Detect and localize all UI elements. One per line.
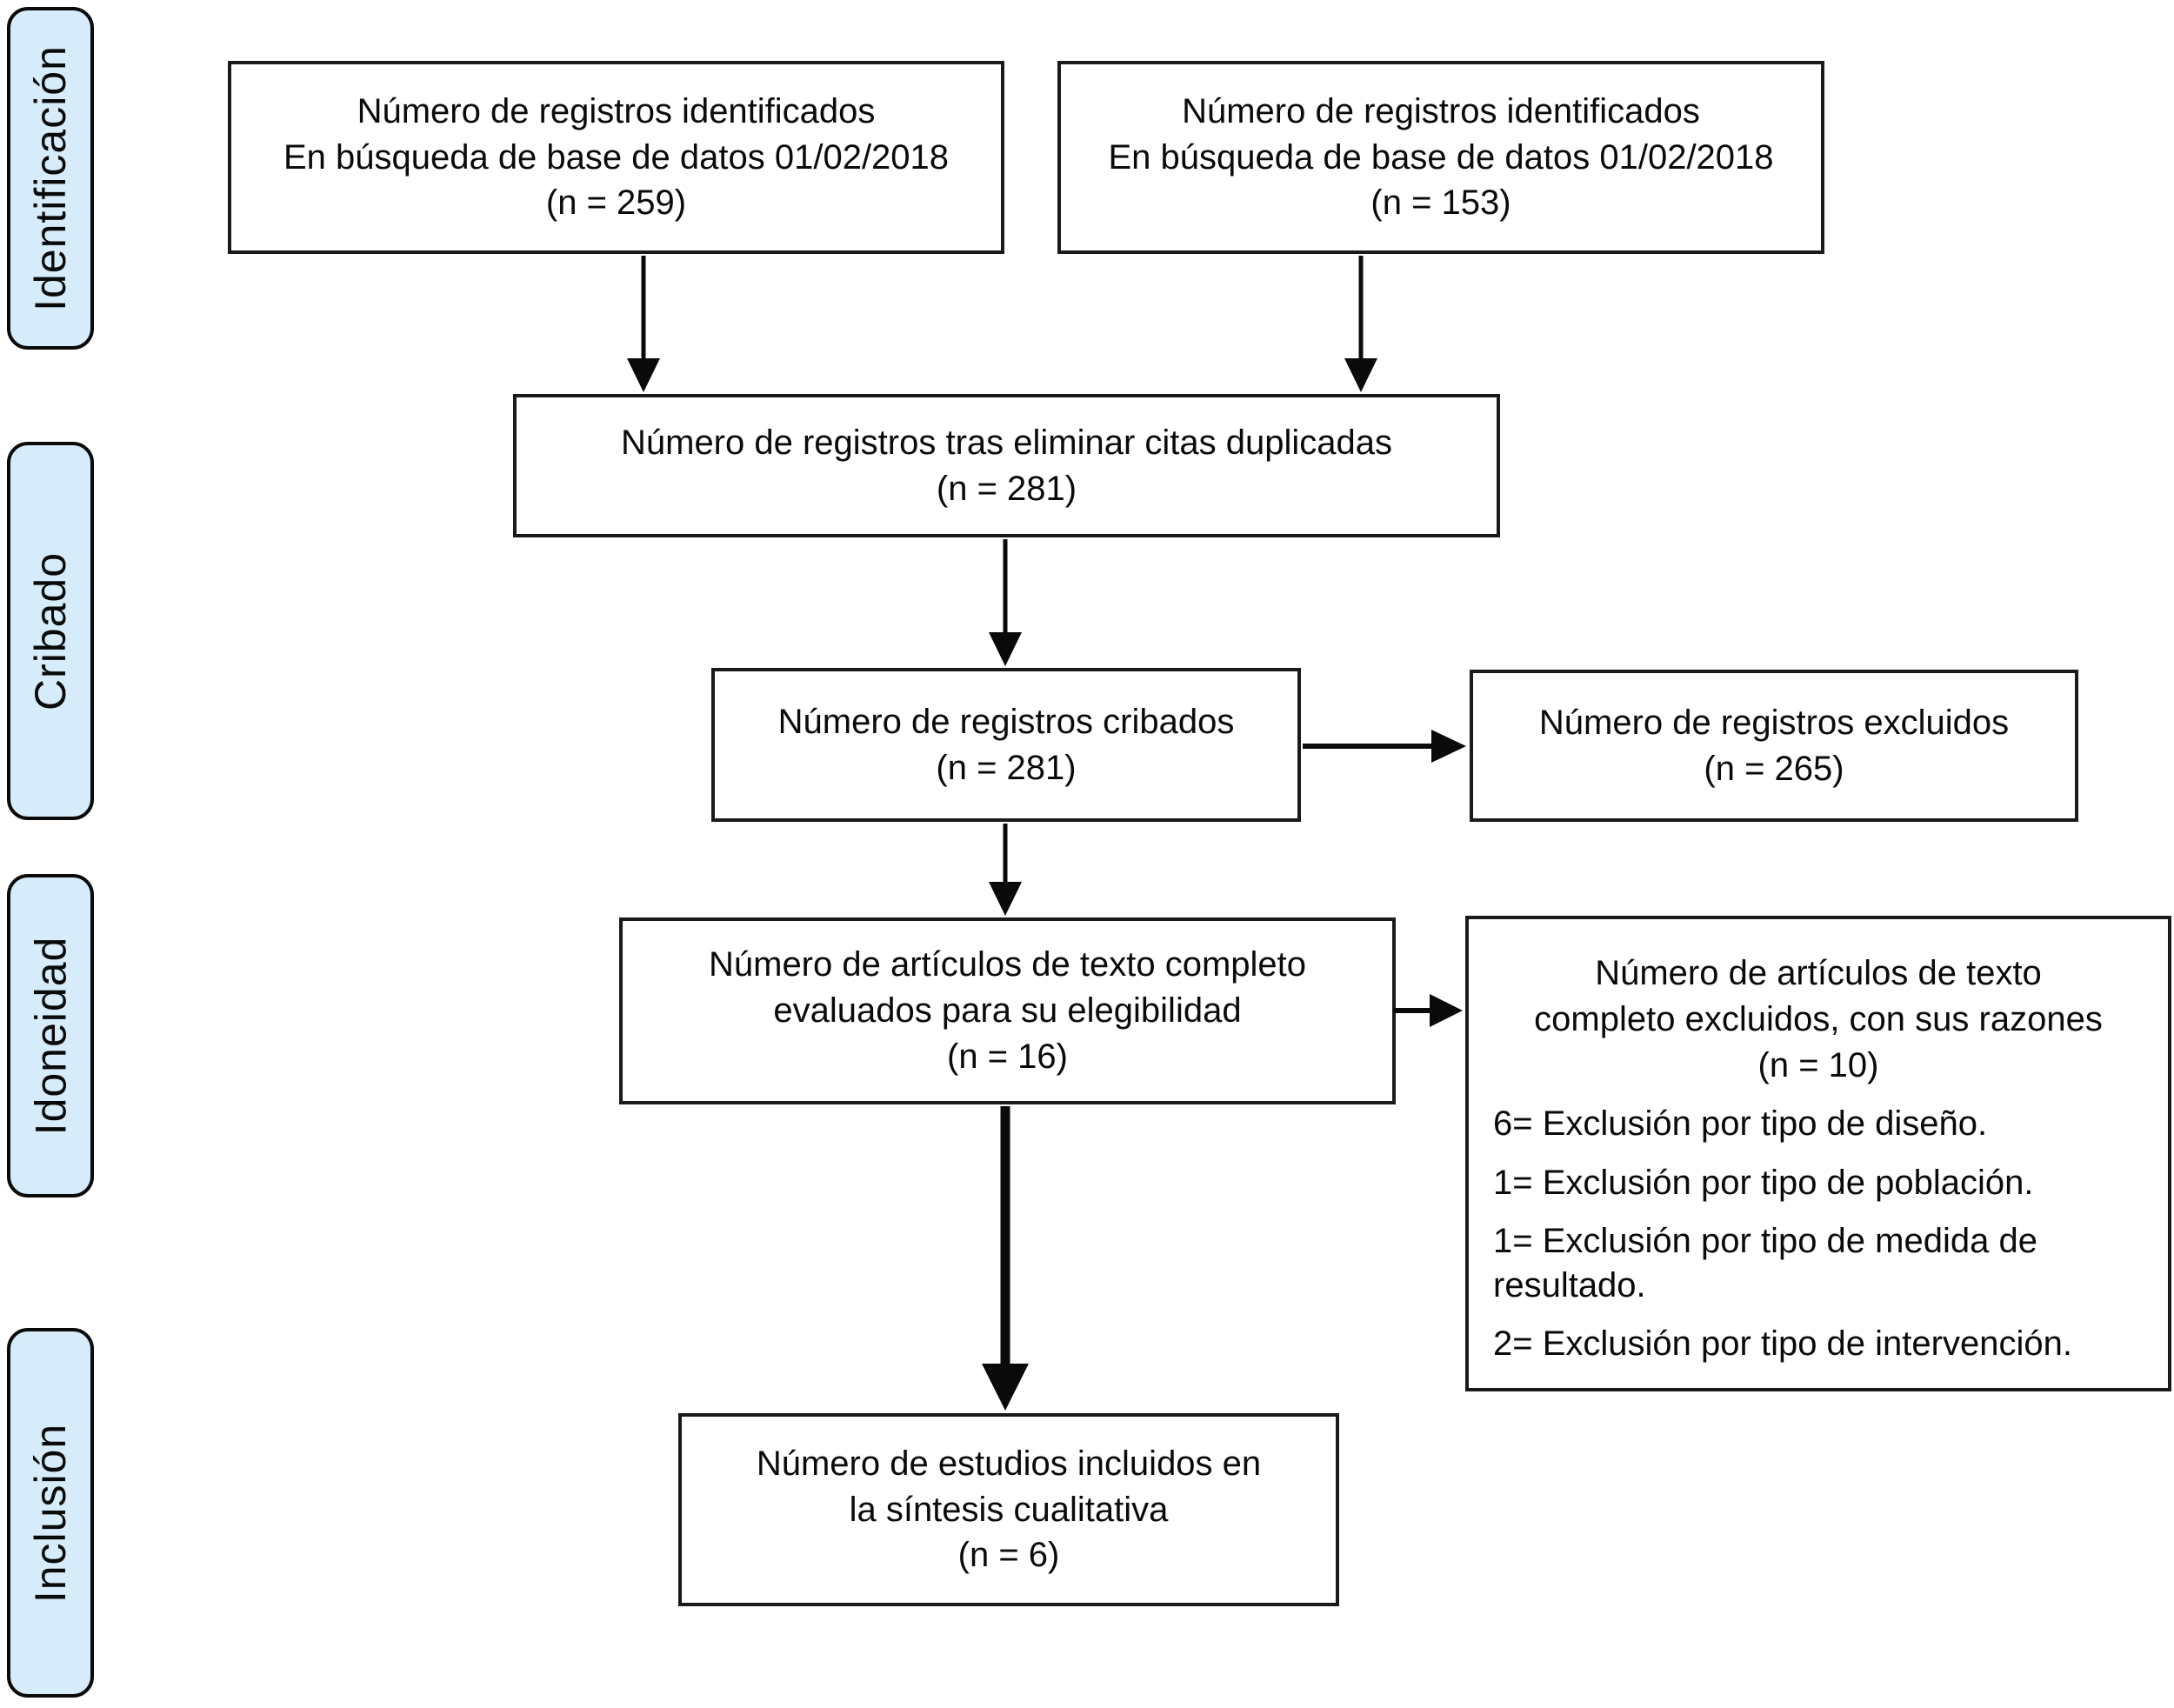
exclusion-reason: 1= Exclusión por tipo de medida de resul… (1493, 1221, 2037, 1304)
box-text-line: evaluados para su elegibilidad (773, 991, 1242, 1031)
exclusion-reason: 6= Exclusión por tipo de diseño. (1493, 1104, 1988, 1144)
box-after-duplicates-removed: Número de registros tras eliminar citas … (513, 394, 1500, 537)
arrow-identified-left-to-dedup (627, 256, 660, 392)
box-count: (n = 281) (936, 469, 1077, 508)
box-fulltext-excluded-reasons: Número de artículos de texto completo ex… (1465, 916, 2171, 1391)
box-text-line: completo excluidos, con sus razones (1534, 999, 2103, 1038)
arrow-fulltext-to-excluded-reasons (1394, 994, 1463, 1027)
arrow-screened-to-excluded (1303, 730, 1466, 763)
box-text-line: Número de artículos de texto completo (708, 945, 1306, 984)
box-records-identified-right: Número de registros identificados En bús… (1057, 61, 1824, 254)
box-text-line: Número de registros identificados (357, 91, 876, 130)
box-text-line: Número de registros excluidos (1538, 703, 2010, 742)
stage-cribado-label: Cribado (26, 551, 76, 711)
box-count: (n = 153) (1370, 183, 1511, 223)
box-count: (n = 6) (957, 1536, 1060, 1575)
stage-idoneidad: Idoneidad (7, 874, 94, 1198)
box-text-line: Número de registros tras eliminar citas … (620, 423, 1393, 462)
box-count: (n = 16) (947, 1037, 1068, 1076)
exclusion-reason: 2= Exclusión por tipo de intervención. (1493, 1324, 2072, 1364)
box-count: (n = 281) (936, 748, 1077, 787)
box-text-line: Número de registros cribados (777, 702, 1235, 741)
stage-identificacion: Identificación (7, 7, 94, 350)
box-count: (n = 259) (545, 183, 687, 223)
stage-identificacion-label: Identificación (26, 45, 76, 311)
box-count: (n = 10) (1757, 1045, 1879, 1084)
box-studies-included: Número de estudios incluidos en la sínte… (678, 1413, 1339, 1606)
box-records-screened: Número de registros cribados (n = 281) (711, 668, 1301, 822)
box-text-line: Número de artículos de texto (1595, 954, 2042, 992)
exclusion-reason: 1= Exclusión por tipo de población. (1493, 1163, 2034, 1202)
box-records-excluded: Número de registros excluidos (n = 265) (1470, 670, 2078, 822)
box-text-line: En búsqueda de base de datos 01/02/2018 (1108, 137, 1774, 177)
box-text-line: Número de registros identificados (1182, 91, 1700, 130)
box-text-line: Número de estudios incluidos en (756, 1444, 1262, 1483)
stage-inclusion-label: Inclusión (26, 1423, 75, 1603)
arrow-identified-right-to-dedup (1344, 256, 1377, 392)
stage-inclusion: Inclusión (7, 1328, 94, 1698)
arrow-dedup-to-screened (989, 539, 1022, 666)
box-fulltext-assessed: Número de artículos de texto completo ev… (619, 917, 1396, 1104)
box-text-line: En búsqueda de base de datos 01/02/2018 (283, 137, 950, 177)
stage-idoneidad-label: Idoneidad (26, 936, 75, 1136)
arrow-fulltext-to-included (982, 1106, 1029, 1411)
arrow-screened-to-fulltext (989, 824, 1022, 916)
stage-cribado: Cribado (7, 442, 94, 820)
box-records-identified-left: Número de registros identificados En bús… (228, 61, 1004, 254)
box-count: (n = 265) (1704, 749, 1844, 788)
box-text-line: la síntesis cualitativa (849, 1490, 1169, 1529)
